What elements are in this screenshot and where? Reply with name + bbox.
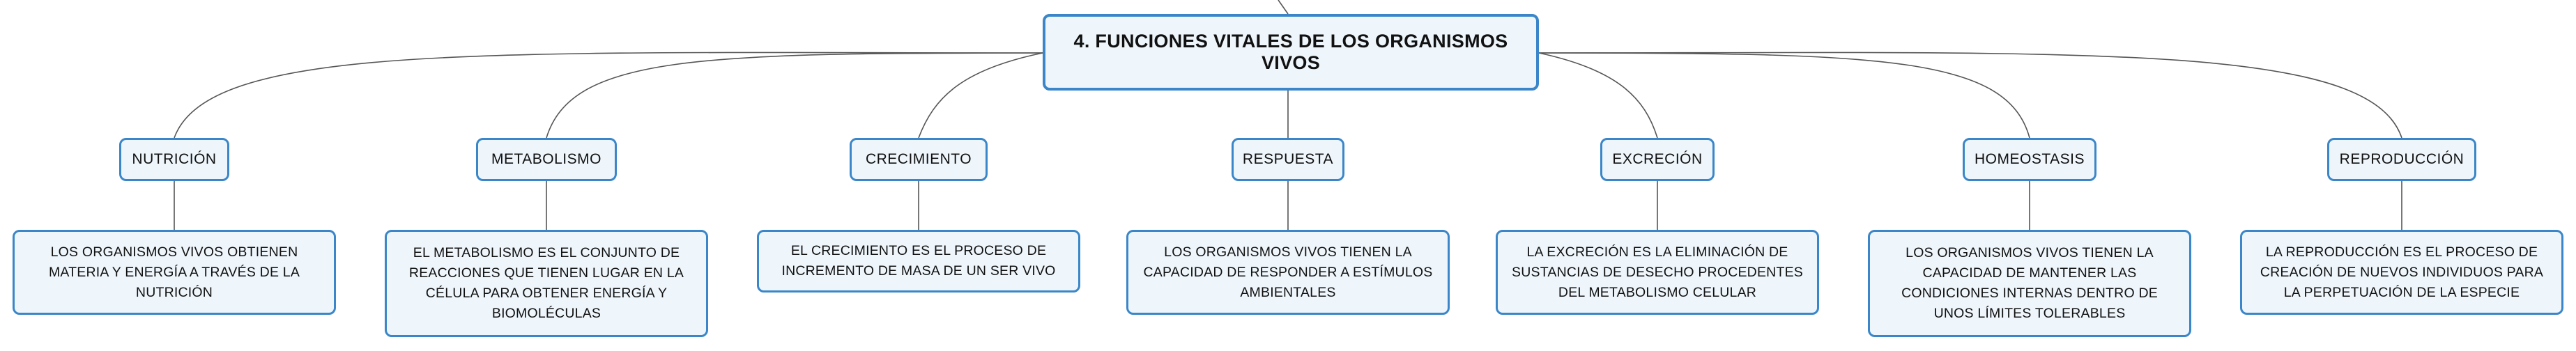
node-homeostasis: HOMEOSTASIS	[1963, 138, 2096, 181]
incoming-line	[1278, 0, 1289, 15]
desc-crecimiento: EL CRECIMIENTO ES EL PROCESO DE INCREMEN…	[757, 230, 1080, 292]
desc-reproduccion: LA REPRODUCCIÓN ES EL PROCESO DE CREACIÓ…	[2240, 230, 2563, 315]
root-node: 4. FUNCIONES VITALES DE LOS ORGANISMOS V…	[1043, 14, 1539, 91]
desc-excrecion: LA EXCRECIÓN ES LA ELIMINACIÓN DE SUSTAN…	[1496, 230, 1819, 315]
connector-metabolismo	[546, 52, 1043, 139]
connector-excrecion	[1538, 52, 1658, 139]
desc-respuesta: LOS ORGANISMOS VIVOS TIENEN LA CAPACIDAD…	[1126, 230, 1450, 315]
node-respuesta: RESPUESTA	[1232, 138, 1344, 181]
desc-homeostasis: LOS ORGANISMOS VIVOS TIENEN LA CAPACIDAD…	[1868, 230, 2191, 337]
connector-homeostasis	[1538, 52, 2030, 139]
node-nutricion: NUTRICIÓN	[119, 138, 229, 181]
node-excrecion: EXCRECIÓN	[1600, 138, 1715, 181]
connector-nutricion	[174, 52, 1043, 139]
node-reproduccion: REPRODUCCIÓN	[2327, 138, 2476, 181]
node-metabolismo: METABOLISMO	[476, 138, 617, 181]
desc-nutricion: LOS ORGANISMOS VIVOS OBTIENEN MATERIA Y …	[13, 230, 336, 315]
desc-metabolismo: EL METABOLISMO ES EL CONJUNTO DE REACCIO…	[385, 230, 708, 337]
connector-reproduccion	[1538, 52, 2402, 139]
node-crecimiento: CRECIMIENTO	[850, 138, 988, 181]
connector-crecimiento	[918, 52, 1043, 139]
